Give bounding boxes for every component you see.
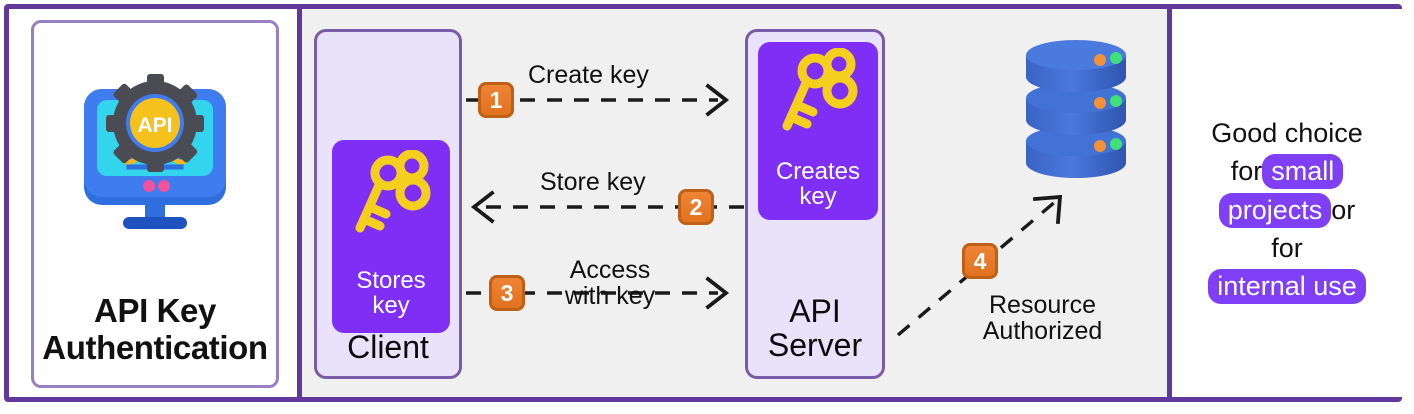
client-inner-label-line2: key (372, 292, 410, 320)
step-4-label: Resource Authorized (955, 291, 1130, 345)
key-icon (777, 47, 859, 140)
server-inner-label-line1: Creates (775, 158, 861, 186)
api-monitor-gear-icon: API (71, 71, 239, 246)
client-inner-label: Stores key (332, 267, 450, 320)
api-key-auth-card: API API Key Authentication (31, 20, 279, 388)
left-panel: API API Key Authentication (9, 9, 297, 397)
note-line-2-plain: for (1230, 156, 1263, 187)
step-1-label: Create key (528, 61, 649, 89)
step-4-label-line2: Authorized (982, 316, 1103, 345)
panel-divider-left (297, 4, 302, 402)
key-icon (350, 149, 432, 242)
svg-text:API: API (137, 114, 172, 137)
server-name-line1: API (789, 293, 841, 330)
note-line-1: Good choice (1211, 118, 1363, 148)
step-4-label-line1: Resource (989, 291, 1096, 319)
step-3-label-line2: with key (564, 281, 656, 310)
note-highlight-small: small (1262, 154, 1344, 190)
note-highlight-internal-use: internal use (1208, 269, 1366, 305)
server-name-line2: Server (767, 326, 863, 363)
page-title-line1: API Key (94, 292, 216, 329)
page-title-line2: Authentication (42, 328, 268, 366)
client-stores-key-card: Stores key (332, 140, 450, 333)
server-name: API Server (748, 295, 882, 362)
api-server-node[interactable]: Creates key API Server (745, 29, 885, 379)
step-badge-1[interactable]: 1 (478, 82, 514, 118)
step-badge-3[interactable]: 3 (489, 275, 525, 311)
server-inner-label: Creates key (758, 158, 878, 211)
panel-divider-right (1167, 4, 1172, 402)
server-creates-key-card: Creates key (758, 42, 878, 220)
step-3-label-line1: Access (569, 256, 651, 284)
step-2-label: Store key (540, 168, 646, 196)
note-line-4-plain: for (1271, 232, 1303, 263)
page-title: API Key Authentication (34, 292, 276, 367)
client-node[interactable]: Stores key Client (314, 29, 462, 379)
note-highlight-projects: projects (1218, 192, 1332, 228)
client-name: Client (347, 328, 429, 365)
client-inner-label-line1: Stores (356, 267, 426, 295)
step-badge-4[interactable]: 4 (962, 243, 998, 279)
step-3-label: Access with key (550, 256, 670, 310)
step-badge-2[interactable]: 2 (678, 189, 714, 225)
server-inner-label-line2: key (799, 183, 837, 211)
note-line-3-plain: or (1331, 194, 1356, 225)
database-stack-icon (1022, 38, 1130, 198)
